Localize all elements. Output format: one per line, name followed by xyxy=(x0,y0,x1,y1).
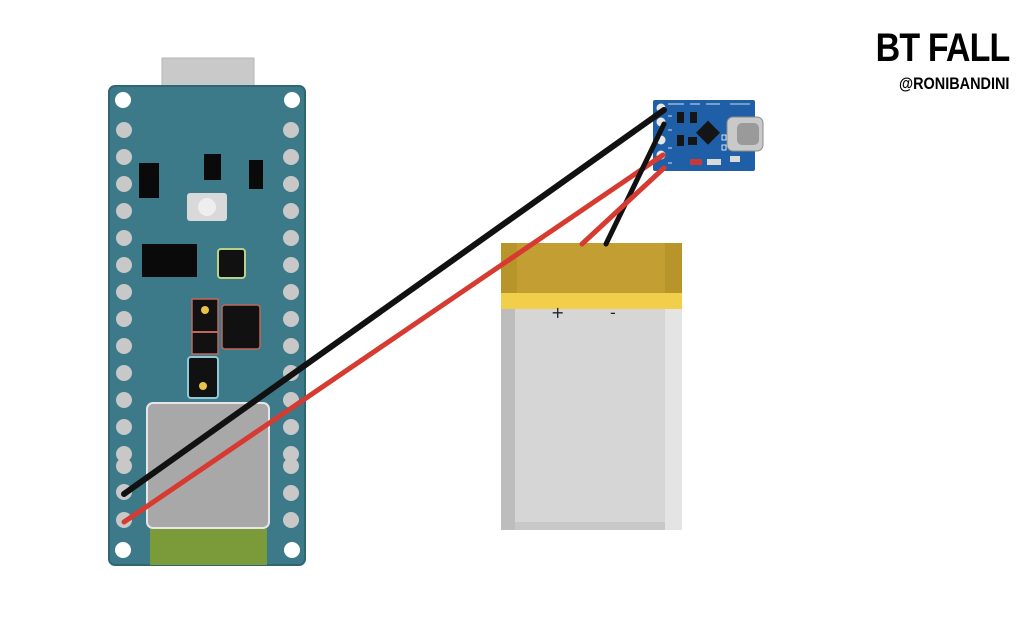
left-pin-header xyxy=(116,122,132,462)
chip-wide xyxy=(142,244,197,277)
usb-c-port-opening xyxy=(737,123,759,145)
antenna xyxy=(150,529,267,565)
black-wire-board-to-charger xyxy=(121,107,667,497)
microcontroller-board xyxy=(108,57,306,566)
charger-led-red xyxy=(690,159,702,165)
battery-body-shade-right xyxy=(665,243,682,530)
red-wire-board-to-charger xyxy=(121,152,666,525)
author-handle: @RONIBANDINI xyxy=(898,74,1009,93)
lipo-battery xyxy=(501,243,682,530)
charger-chip-small-c xyxy=(677,135,684,146)
charger-resistor xyxy=(730,156,740,162)
reset-button-cap xyxy=(198,198,216,216)
battery-band xyxy=(501,293,682,309)
capacitor xyxy=(187,356,219,399)
charger-silkscreen xyxy=(668,103,750,164)
mount-hole-bottom-left xyxy=(115,542,131,558)
usb-c-charger-module xyxy=(653,100,764,171)
chip-small-left xyxy=(139,163,159,198)
red-wire-battery-to-charger xyxy=(579,165,667,247)
chip-square-small xyxy=(217,248,246,279)
led-divider xyxy=(192,331,218,333)
charger-chip-small-b xyxy=(690,112,697,123)
battery-minus-label: - xyxy=(610,303,616,322)
mount-hole-top-left xyxy=(115,92,131,108)
charger-chip-small-d xyxy=(688,137,697,145)
battery-plus-label: + xyxy=(551,303,565,322)
chip-square-large xyxy=(221,304,261,350)
mount-hole-top-right xyxy=(284,92,300,108)
battery-bottom-edge xyxy=(515,522,665,530)
capacitor-dot xyxy=(199,382,207,390)
battery-body xyxy=(501,243,682,530)
title-block: BT FALL @RONIBANDINI xyxy=(852,26,1010,94)
battery-body-shade-left xyxy=(501,243,515,530)
led-dot-top xyxy=(201,306,209,314)
chip-small-right xyxy=(249,160,263,189)
right-pin-header xyxy=(283,122,299,528)
chip-small-mid xyxy=(204,154,221,180)
wires xyxy=(121,107,667,525)
mount-hole-bottom-right xyxy=(284,542,300,558)
diagram-title: BT FALL xyxy=(875,26,1010,70)
pin-left-extra xyxy=(116,458,132,474)
battery-cap-highlight xyxy=(517,243,665,293)
charger-chip-small-a xyxy=(677,112,684,123)
black-wire-battery-to-charger xyxy=(603,121,667,247)
charger-led-blue xyxy=(707,159,721,165)
